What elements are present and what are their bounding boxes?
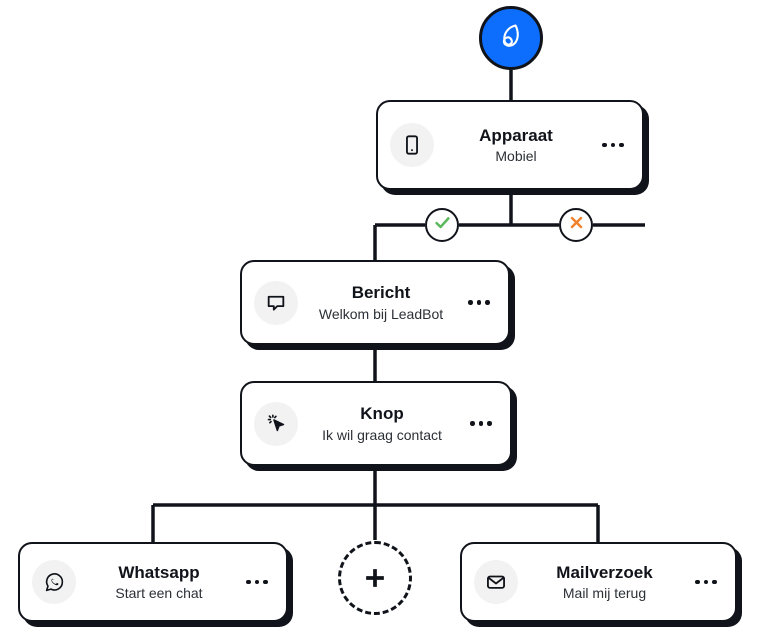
node-apparaat[interactable]: Apparaat Mobiel xyxy=(376,100,644,190)
node-subtitle: Mobiel xyxy=(495,148,537,165)
node-mailverzoek-more-options-icon[interactable] xyxy=(691,570,721,594)
node-subtitle: Start een chat xyxy=(115,585,203,602)
envelope-icon xyxy=(474,560,518,604)
node-whatsapp-text: Whatsapp Start een chat xyxy=(76,562,242,602)
mobile-phone-icon xyxy=(390,123,434,167)
whatsapp-icon xyxy=(32,560,76,604)
branch-badge-success[interactable] xyxy=(425,208,459,242)
node-apparaat-text: Apparaat Mobiel xyxy=(434,125,598,165)
node-title: Bericht xyxy=(351,283,411,303)
node-subtitle: Ik wil graag contact xyxy=(322,426,442,443)
cursor-click-icon xyxy=(254,401,298,446)
node-knop-more-options-icon[interactable] xyxy=(466,412,496,436)
branch-badge-failure[interactable] xyxy=(559,208,593,242)
node-subtitle: Mail mij terug xyxy=(562,585,647,602)
cross-icon xyxy=(568,214,585,236)
check-icon xyxy=(433,213,452,237)
leadbot-scribble-logo-icon xyxy=(494,19,528,58)
node-whatsapp-more-options-icon[interactable] xyxy=(242,570,272,594)
flow-start-node[interactable] xyxy=(479,6,543,70)
node-knop-text: Knop Ik wil graag contact xyxy=(298,403,466,443)
node-whatsapp[interactable]: Whatsapp Start een chat xyxy=(18,542,288,622)
node-bericht[interactable]: Bericht Welkom bij LeadBot xyxy=(240,260,510,345)
node-mailverzoek[interactable]: Mailverzoek Mail mij terug xyxy=(460,542,737,622)
node-title: Mailverzoek xyxy=(556,562,653,582)
node-bericht-more-options-icon[interactable] xyxy=(464,291,494,315)
node-mailverzoek-text: Mailverzoek Mail mij terug xyxy=(518,562,691,602)
add-node-button[interactable] xyxy=(338,541,412,615)
node-title: Whatsapp xyxy=(118,562,200,582)
chat-bubble-icon xyxy=(254,280,298,325)
node-subtitle: Welkom bij LeadBot xyxy=(318,305,444,322)
plus-icon xyxy=(361,564,389,592)
node-knop[interactable]: Knop Ik wil graag contact xyxy=(240,381,512,466)
node-title: Knop xyxy=(360,404,404,424)
node-apparaat-more-options-icon[interactable] xyxy=(598,133,628,157)
node-bericht-text: Bericht Welkom bij LeadBot xyxy=(298,282,464,322)
node-title: Apparaat xyxy=(479,125,553,145)
